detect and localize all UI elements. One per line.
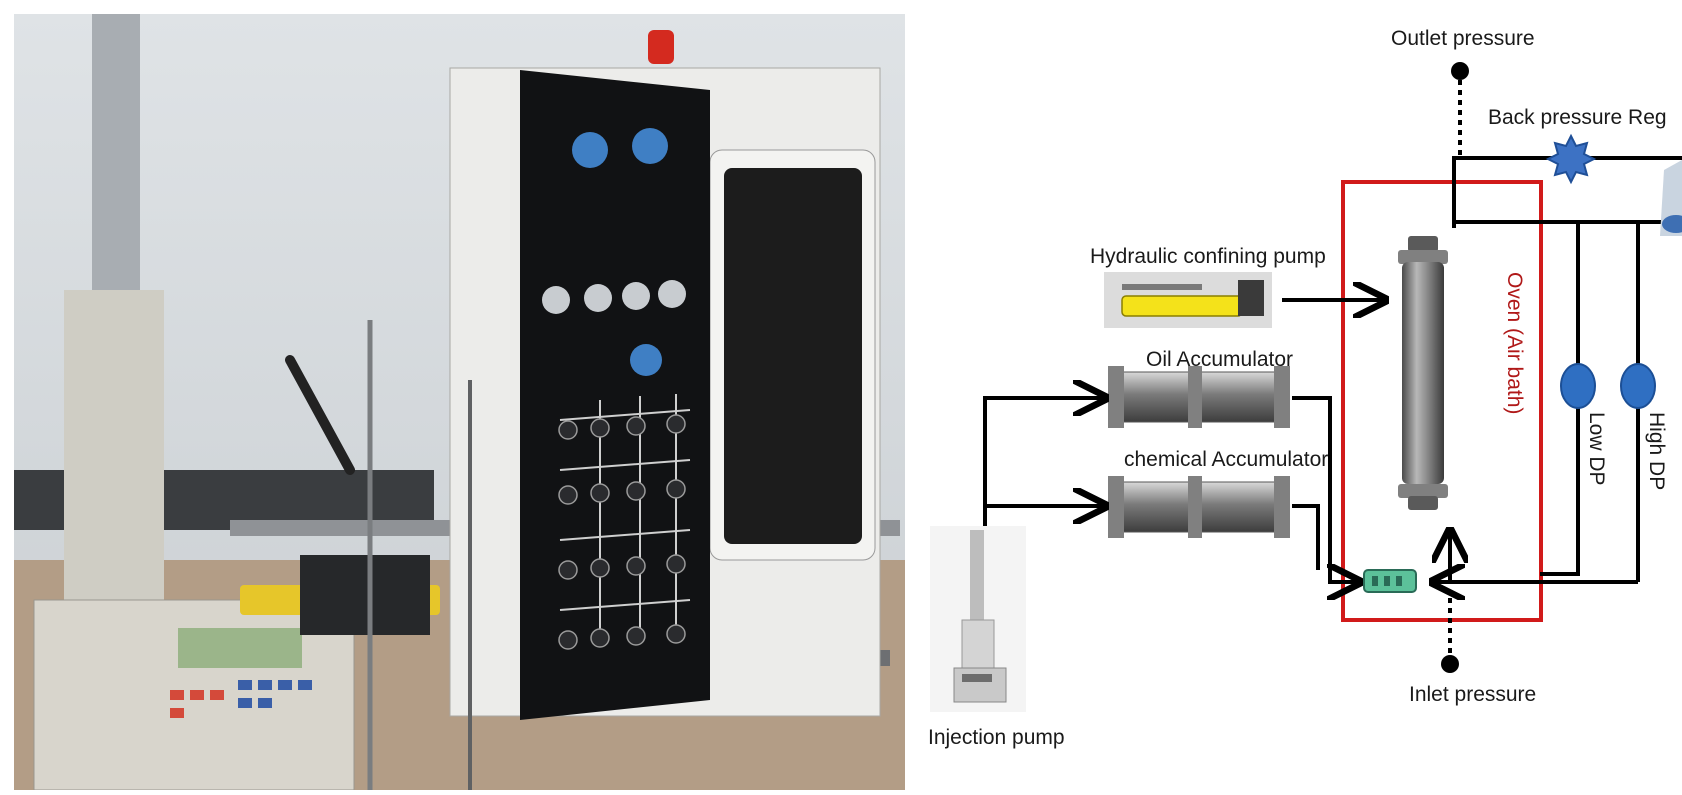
injection-pump-icon <box>930 526 1026 712</box>
lab-setup-photo <box>14 14 905 791</box>
photo-column-stand <box>64 290 164 620</box>
schematic: Outlet pressure Back pressure Reg Hydrau… <box>928 27 1682 749</box>
photo-accumulator-block <box>300 555 430 635</box>
core-holder-icon <box>1398 236 1448 510</box>
low-dp-label: Low DP <box>1585 412 1608 486</box>
photo-oven-window <box>724 168 862 544</box>
injection-flow-lines <box>983 398 1360 582</box>
high-dp-transducer <box>1620 363 1656 409</box>
chemical-accumulator-icon <box>1108 476 1290 538</box>
inlet-pressure-label: Inlet pressure <box>1409 683 1536 706</box>
low-dp-transducer <box>1560 363 1596 409</box>
photo-pump-display <box>178 628 302 668</box>
photo-column <box>92 14 140 314</box>
outlet-pressure-label: Outlet pressure <box>1391 27 1535 50</box>
hydraulic-pump-label: Hydraulic confining pump <box>1090 245 1326 268</box>
oven-label: Oven (Air bath) <box>1503 272 1526 414</box>
inlet-pressure-point <box>1441 655 1459 673</box>
injection-pump-label: Injection pump <box>928 726 1065 749</box>
high-dp-label: High DP <box>1645 412 1668 490</box>
outlet-pressure-point <box>1451 62 1469 80</box>
inlet-flow-lines <box>1432 530 1638 582</box>
sample-collector-icon <box>1660 160 1682 236</box>
photo-beacon <box>648 30 674 64</box>
back-pressure-regulator-icon <box>1545 133 1597 185</box>
oil-accumulator-icon <box>1108 366 1290 428</box>
oven-box <box>1341 180 1543 622</box>
photo-pump-keys <box>170 690 224 718</box>
back-pressure-label: Back pressure Reg <box>1488 106 1667 129</box>
chemical-accumulator-label: chemical Accumulator <box>1124 448 1328 471</box>
photo-control-panel <box>520 70 710 720</box>
oil-accumulator-label: Oil Accumulator <box>1146 348 1293 371</box>
photo-gauges <box>542 280 686 314</box>
